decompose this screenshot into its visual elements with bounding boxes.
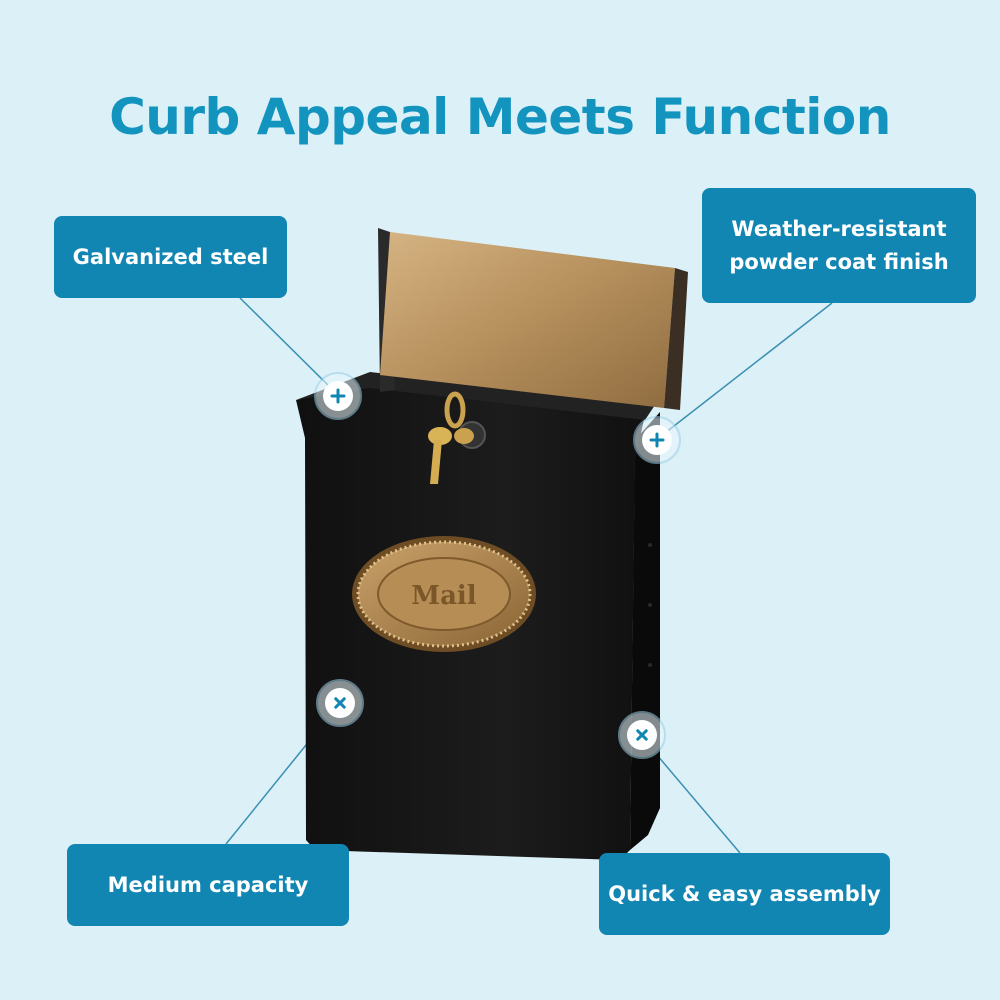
lid-edge — [664, 268, 688, 410]
page-title: Curb Appeal Meets Function — [109, 88, 891, 146]
callout-label: Galvanized steel — [72, 244, 269, 269]
key-icon — [428, 391, 474, 484]
callout-weather-resistant: Weather-resistant powder coat finish — [702, 188, 976, 303]
mailbox: Mail — [296, 228, 688, 860]
mounting-holes — [648, 543, 652, 667]
callout-medium-capacity: Medium capacity — [67, 844, 349, 926]
mail-plate: Mail — [352, 536, 536, 652]
callout-label: Medium capacity — [107, 872, 309, 897]
mail-plate-label: Mail — [411, 581, 477, 611]
callout-label: Weather-resistant powder coat finish — [729, 216, 949, 274]
callout-label: Quick & easy assembly — [608, 881, 881, 906]
callout-quick-assembly: Quick & easy assembly — [599, 853, 890, 935]
hotspot-plus-icon[interactable] — [307, 670, 372, 735]
mailbox-lid — [380, 232, 675, 408]
callout-galvanized-steel: Galvanized steel — [54, 216, 287, 298]
hotspot-plus-icon[interactable] — [633, 416, 681, 464]
hotspot-plus-icon[interactable] — [609, 702, 674, 767]
hotspot-plus-icon[interactable] — [314, 372, 362, 420]
